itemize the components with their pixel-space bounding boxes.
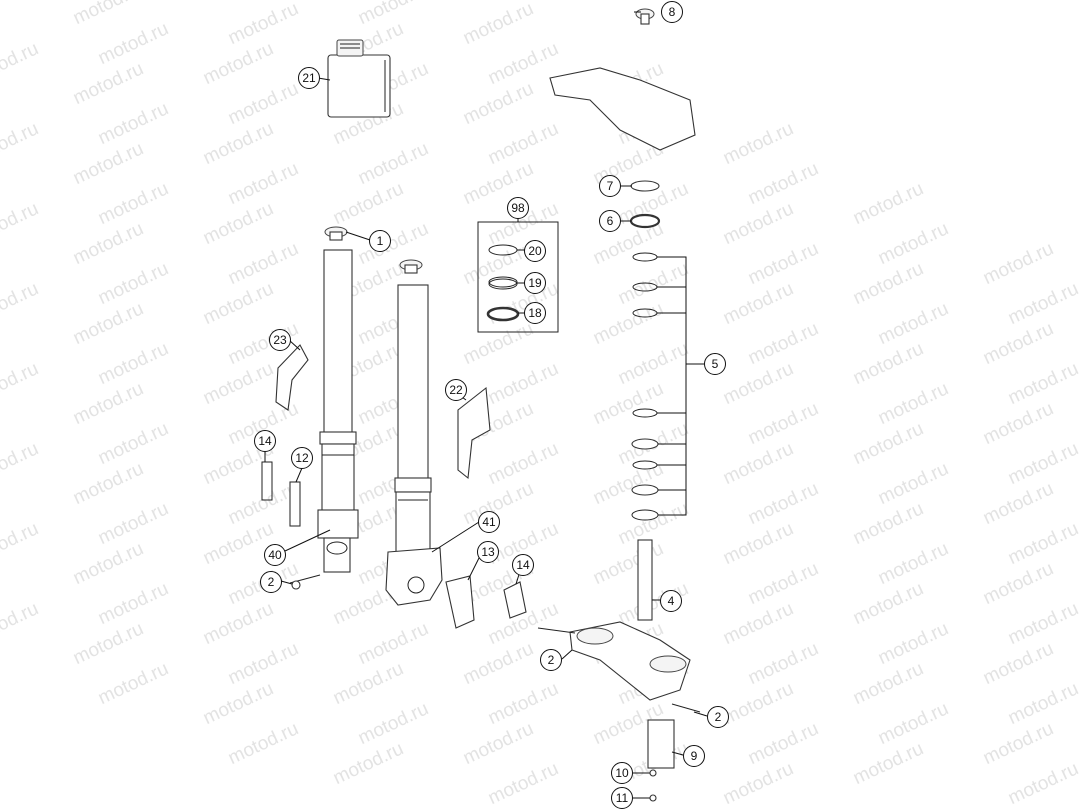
bracket-13-drawing [445, 575, 475, 629]
callout-6[interactable]: 6 [599, 210, 621, 232]
callout-1[interactable]: 1 [369, 230, 391, 252]
pad-14-right-drawing [503, 581, 527, 619]
lower-triple-clamp-drawing [537, 539, 701, 802]
callout-4[interactable]: 4 [660, 590, 682, 612]
callout-13[interactable]: 13 [477, 541, 499, 563]
callout-11[interactable]: 11 [611, 787, 633, 809]
upper-triple-clamp-drawing [549, 67, 696, 151]
callout-20[interactable]: 20 [524, 240, 546, 262]
pad-14-left-drawing [261, 461, 273, 501]
oil-bottle-drawing [327, 39, 391, 118]
callout-22[interactable]: 22 [445, 379, 467, 401]
callout-2-left[interactable]: 2 [260, 571, 282, 593]
callout-7[interactable]: 7 [599, 175, 621, 197]
bearing-stack-5 [631, 252, 659, 521]
callout-2-right[interactable]: 2 [707, 706, 729, 728]
bracket-23-drawing [275, 344, 309, 411]
callout-5[interactable]: 5 [704, 353, 726, 375]
callout-40[interactable]: 40 [264, 544, 286, 566]
right-fork-leg-drawing [385, 259, 443, 606]
callout-18[interactable]: 18 [524, 302, 546, 324]
callout-21[interactable]: 21 [298, 67, 320, 89]
callout-23[interactable]: 23 [269, 329, 291, 351]
callout-10[interactable]: 10 [611, 762, 633, 784]
axle-screw-drawing [289, 574, 321, 590]
callout-12[interactable]: 12 [291, 447, 313, 469]
callout-14-right[interactable]: 14 [512, 554, 534, 576]
callout-19[interactable]: 19 [524, 272, 546, 294]
callout-98[interactable]: 98 [507, 197, 529, 219]
callout-2-center[interactable]: 2 [540, 649, 562, 671]
guard-12-drawing [289, 481, 301, 527]
left-fork-leg-drawing [317, 226, 359, 573]
callout-8[interactable]: 8 [661, 1, 683, 23]
callout-9[interactable]: 9 [683, 745, 705, 767]
callout-14-left[interactable]: 14 [254, 430, 276, 452]
callout-41[interactable]: 41 [478, 511, 500, 533]
bracket-22-drawing [457, 386, 491, 480]
